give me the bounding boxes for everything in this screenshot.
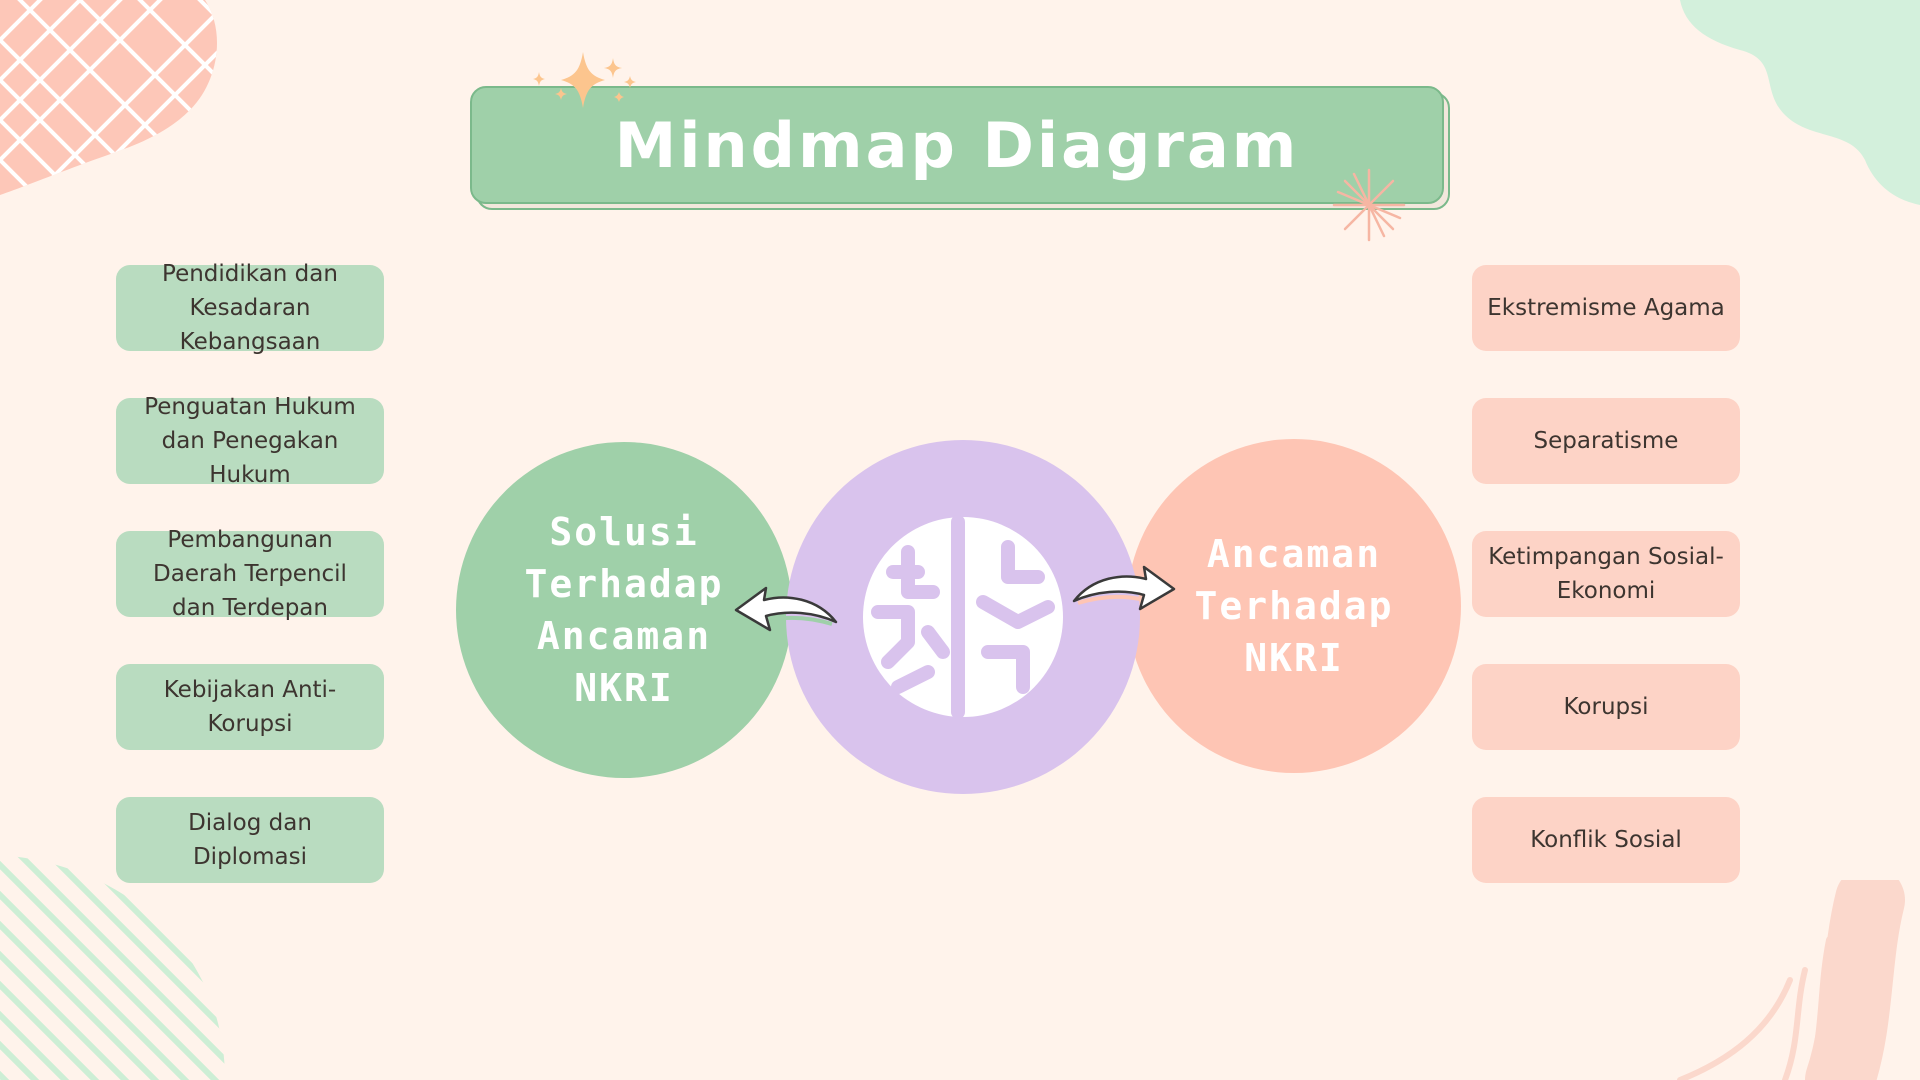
page-title: Mindmap Diagram [614,108,1300,182]
threat-item: Separatisme [1472,398,1740,484]
solution-item: Kebijakan Anti-Korupsi [116,664,384,750]
threat-item: Konflik Sosial [1472,797,1740,883]
solution-item-label: Kebijakan Anti-Korupsi [163,677,337,737]
threat-item: Ekstremisme Agama [1472,265,1740,351]
threat-item-label: Ekstremisme Agama [1487,295,1725,321]
arrow-left-icon [734,586,838,632]
threat-item-label: Ketimpangan Sosial-Ekonomi [1488,544,1724,604]
arc-decoration [1677,880,1905,1080]
title-box: Mindmap Diagram [470,86,1444,204]
starburst-icon [1332,168,1406,242]
threat-item-label: Separatisme [1533,428,1679,454]
arrow-right-icon [1072,565,1176,611]
sparkle-icon [533,52,636,108]
title-banner: Mindmap Diagram [470,86,1450,210]
brain-icon [863,515,1063,719]
threat-item: Korupsi [1472,664,1740,750]
threat-item-label: Konflik Sosial [1530,827,1682,853]
center-circle [786,440,1140,794]
threat-item: Ketimpangan Sosial-Ekonomi [1472,531,1740,617]
threat-item-label: Korupsi [1563,694,1649,720]
mint-blob-decoration [1680,0,1920,205]
grid-blob-decoration [0,0,217,195]
striped-quarter-decoration [0,855,225,1080]
